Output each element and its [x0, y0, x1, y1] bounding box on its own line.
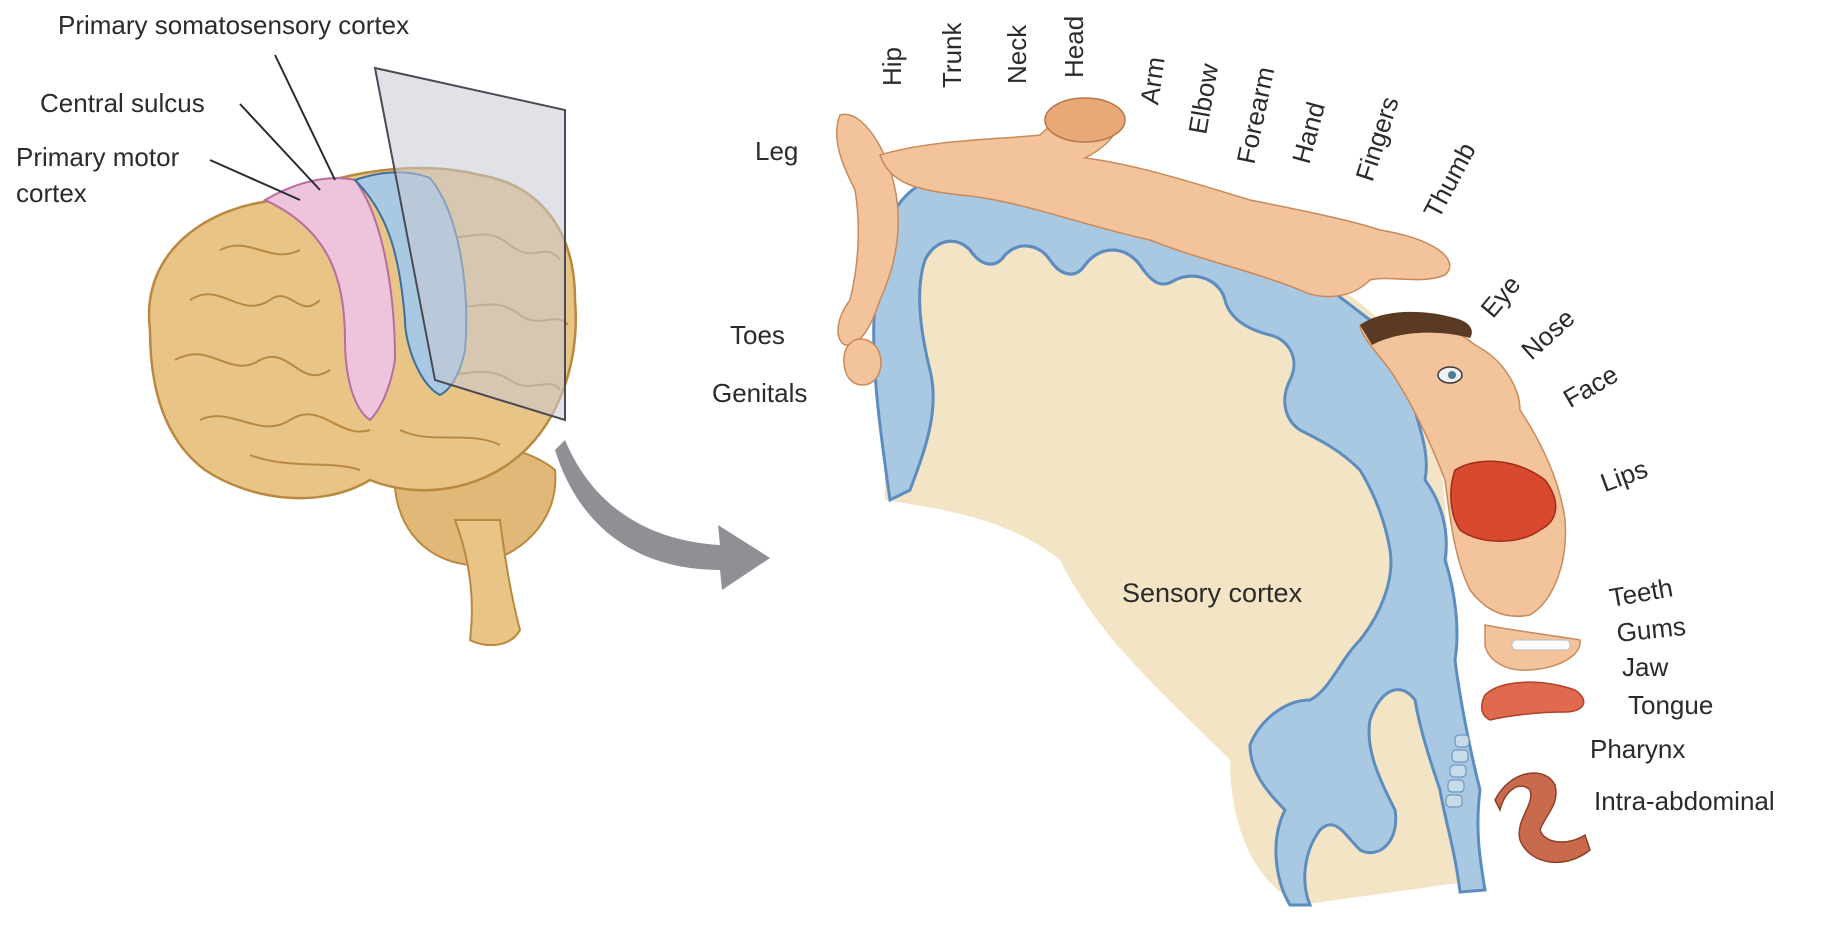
label-tongue: Tongue [1628, 692, 1713, 718]
label-primary-somatosensory-cortex: Primary somatosensory cortex [58, 12, 409, 38]
section-arrow [555, 440, 770, 590]
label-gums: Gums [1615, 613, 1687, 646]
homunculus-iris [1448, 371, 1456, 379]
homunculus-intestine [1495, 773, 1590, 862]
leader-central-sulcus [240, 104, 320, 190]
label-genitals: Genitals [712, 380, 807, 406]
label-hip: Hip [879, 47, 905, 86]
label-intra-abdominal: Intra-abdominal [1594, 788, 1775, 814]
homunculus-tongue [1482, 682, 1584, 720]
homunculus-head [1045, 98, 1125, 142]
label-jaw: Jaw [1622, 654, 1668, 680]
label-central-sulcus: Central sulcus [40, 90, 205, 116]
label-toes: Toes [730, 322, 785, 348]
brain-illustration [149, 55, 576, 645]
sensory-cortex-section [837, 98, 1590, 905]
label-primary-motor-line2: cortex [16, 180, 87, 206]
label-trunk: Trunk [939, 23, 965, 89]
label-arm: Arm [1136, 55, 1168, 106]
leader-somatosensory [275, 55, 335, 180]
label-primary-motor-line1: Primary motor [16, 144, 179, 170]
homunculus-teeth [1512, 640, 1570, 650]
label-pharynx: Pharynx [1590, 736, 1685, 762]
homunculus-genitals [844, 339, 881, 385]
leader-motor [210, 160, 300, 200]
label-neck: Neck [1004, 25, 1030, 84]
label-sensory-cortex: Sensory cortex [1122, 580, 1302, 607]
label-leg: Leg [755, 138, 798, 164]
label-head: Head [1061, 16, 1087, 78]
